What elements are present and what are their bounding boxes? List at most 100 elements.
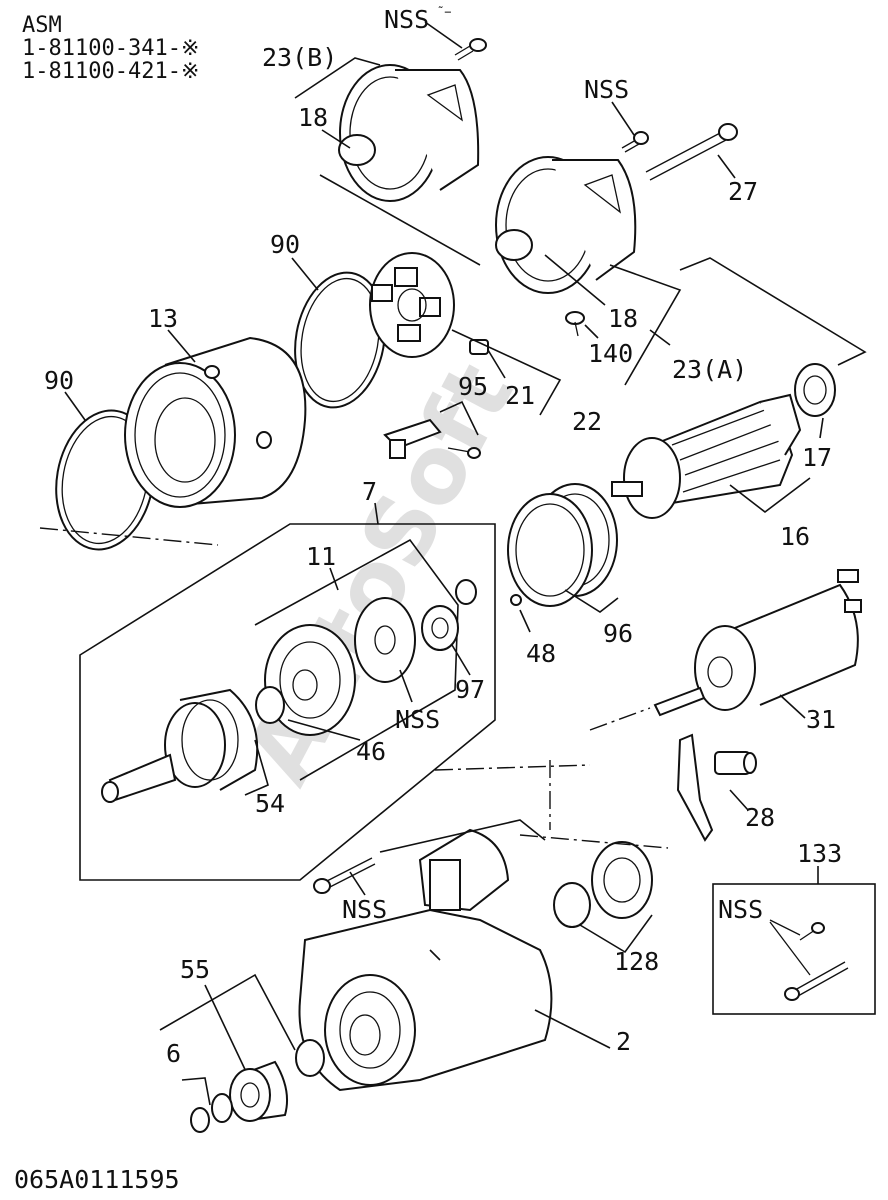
center-line-31 — [589, 707, 651, 731]
pinion-97 — [421, 579, 477, 651]
bracket-line-128 — [579, 914, 653, 954]
leader-21 — [487, 349, 506, 379]
leader-13 — [167, 329, 196, 363]
label-16: 16 — [780, 522, 810, 551]
label-128: 128 — [614, 947, 659, 976]
housing-2 — [298, 828, 553, 1092]
leader-2 — [534, 1009, 611, 1049]
bracket-line-54 — [244, 739, 269, 796]
leader-23b — [294, 57, 381, 99]
group-box-7 — [79, 523, 496, 881]
label-18b: 18 — [608, 304, 638, 333]
leader-90b — [64, 391, 86, 421]
bracket-line-17 — [679, 257, 867, 366]
armature-16 — [611, 363, 836, 519]
bracket-line-6 — [181, 1077, 211, 1106]
leader-nss-mid — [399, 669, 413, 703]
label-nss-box: NSS — [718, 895, 763, 924]
bracket-line-95 — [439, 400, 479, 436]
label-nss-top: NSS — [384, 5, 429, 34]
assembly-part-number-1: 1-81100-341-※ — [22, 36, 199, 61]
o-ring-90-upper — [294, 271, 386, 409]
label-13: 13 — [148, 304, 178, 333]
leader-90a — [291, 257, 319, 291]
solenoid-31 — [653, 569, 862, 717]
plate-part — [354, 597, 416, 683]
brush-holder-22 — [369, 252, 455, 358]
label-28: 28 — [745, 803, 775, 832]
yoke-13 — [124, 336, 307, 508]
label-7: 7 — [362, 477, 377, 506]
pinion-gear-55 — [229, 1039, 325, 1122]
bracket-line-23b — [319, 174, 481, 266]
bracket-line-55 — [159, 973, 296, 1051]
leader-18a — [321, 129, 351, 149]
label-22: 22 — [572, 407, 602, 436]
bearing-128 — [553, 841, 653, 928]
bolt-lower-part — [313, 857, 376, 894]
label-48: 48 — [526, 639, 556, 668]
screw-140-part — [565, 311, 585, 337]
shaft-54 — [101, 688, 259, 803]
label-23b: 23(B) — [262, 43, 337, 72]
leader-46 — [287, 719, 361, 741]
bracket-line-22 — [451, 329, 562, 416]
label-31: 31 — [806, 705, 836, 734]
bracket-line-16 — [729, 477, 811, 514]
label-46: 46 — [356, 737, 386, 766]
bracket-line-23a — [609, 264, 682, 386]
bracket-line-96 — [564, 589, 619, 613]
label-6: 6 — [166, 1039, 181, 1068]
group-box-11 — [254, 538, 459, 781]
leader-18b — [544, 254, 606, 306]
label-27: 27 — [728, 177, 758, 206]
label-nss-top-mark: ˜− — [437, 5, 451, 19]
screw-top-part — [454, 38, 487, 61]
screws-133-part — [769, 919, 849, 1001]
assembly-part-number-2: 1-81100-421-※ — [22, 59, 199, 84]
label-21: 21 — [505, 381, 535, 410]
brush-spring-95 — [383, 418, 481, 459]
label-18a: 18 — [298, 103, 328, 132]
label-2: 2 — [616, 1027, 631, 1056]
label-nss-low: NSS — [342, 895, 387, 924]
leader-17 — [819, 417, 824, 439]
label-140: 140 — [588, 339, 633, 368]
center-line-mid — [434, 764, 591, 771]
label-97: 97 — [455, 675, 485, 704]
center-line-90 — [39, 527, 219, 546]
leader-55 — [204, 984, 251, 1081]
bolt-27-part — [621, 123, 738, 181]
label-23a: 23(A) — [672, 355, 747, 384]
end-cover-23b — [338, 64, 480, 202]
leader-140 — [584, 324, 599, 339]
label-11: 11 — [306, 542, 336, 571]
leader-nss-low — [349, 871, 366, 896]
label-nss-mid: NSS — [395, 705, 440, 734]
assembly-label: ASM — [22, 13, 62, 38]
leader-nss-top — [424, 21, 463, 49]
label-90a: 90 — [270, 230, 300, 259]
leader-97 — [451, 644, 471, 676]
bracket-line-2 — [379, 819, 546, 961]
group-box-133 — [712, 883, 876, 1015]
clutch-disc-part — [264, 624, 356, 736]
shift-lever-28 — [676, 733, 757, 842]
diagram-code: 065A0111595 — [14, 1165, 180, 1194]
leader-7 — [374, 502, 379, 525]
leader-11 — [329, 567, 339, 591]
leader-31 — [779, 694, 806, 719]
snap-ring-6 — [190, 1093, 233, 1133]
end-cover-23a — [495, 156, 637, 294]
label-55: 55 — [180, 955, 210, 984]
shim-96 — [507, 483, 618, 607]
center-line-128 — [519, 834, 669, 849]
leader-nss-bolt — [611, 101, 635, 136]
label-nss-bolt: NSS — [584, 75, 629, 104]
ball-48 — [510, 594, 522, 606]
label-133: 133 — [797, 839, 842, 868]
leader-48 — [519, 609, 531, 633]
leader-28 — [729, 789, 749, 811]
